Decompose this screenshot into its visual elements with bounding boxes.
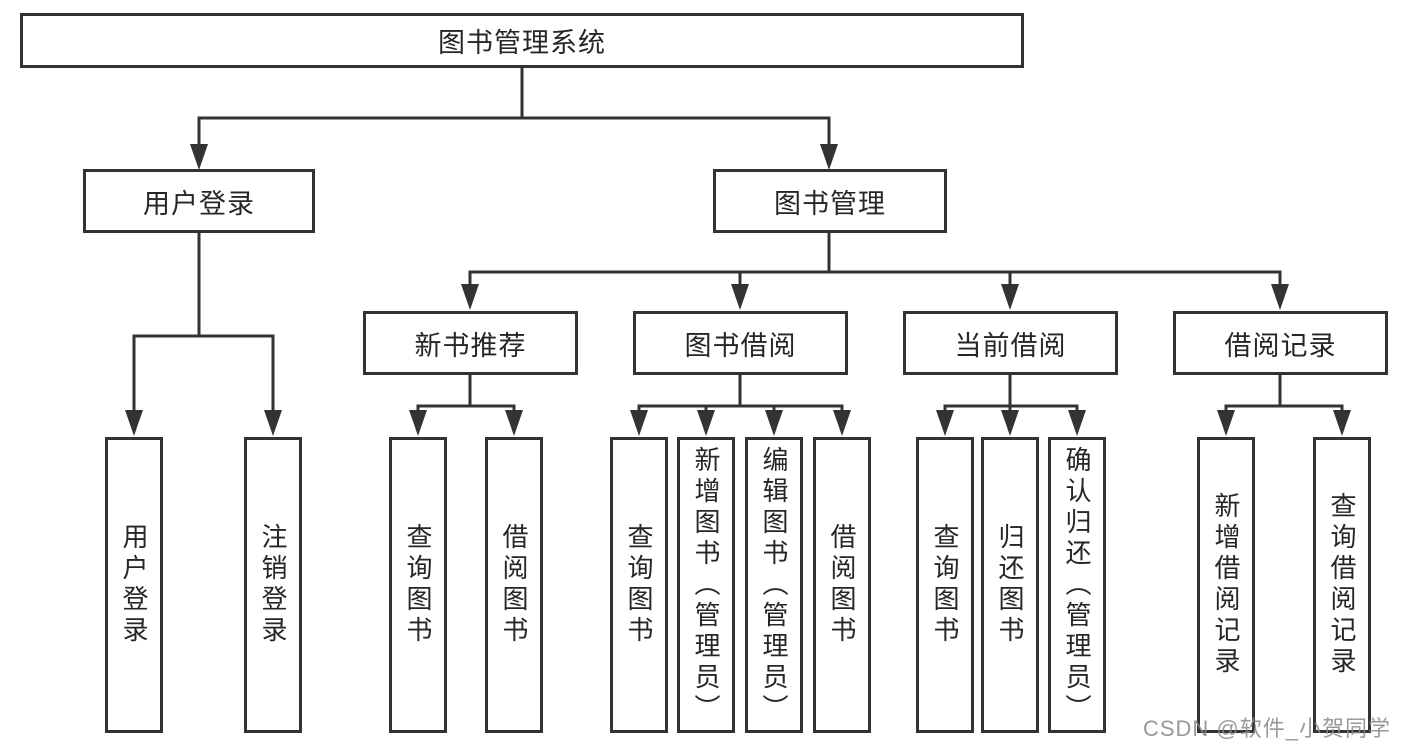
connector-book-borrow-children [637,373,844,416]
connector-root-to-level2 [197,66,831,150]
arrow-down-icon [731,284,749,310]
leaf-add-book-admin: 新增图书（管理员） [677,437,735,733]
leaf-add-book-admin-label: 新增图书（管理员） [691,445,721,725]
arrowheads-book-management-children [461,284,1289,310]
leaf-borrow-books-label: 借阅图书 [827,523,857,647]
node-current-borrow-label: 当前借阅 [954,330,1067,361]
leaf-query-borrow-record-label: 查询借阅记录 [1327,492,1357,678]
arrowheads-current-borrow-children [936,410,1086,436]
leaf-return-books: 归还图书 [981,437,1039,733]
leaf-query-books-recommend: 查询图书 [389,437,447,733]
leaf-logout: 注销登录 [244,437,302,733]
node-book-borrow: 图书借阅 [633,311,848,375]
leaf-query-books-borrow-label: 查询图书 [624,523,654,647]
arrow-down-icon [1217,410,1235,436]
node-book-borrow-label: 图书借阅 [684,330,797,361]
watermark: CSDN @软件_小贺同学 [1142,716,1391,741]
node-borrow-records-label: 借阅记录 [1224,330,1337,361]
leaf-borrow-books-recommend: 借阅图书 [485,437,543,733]
node-book-management: 图书管理 [713,169,947,233]
node-root: 图书管理系统 [20,13,1024,68]
arrowheads-book-borrow-children [630,410,851,436]
arrow-down-icon [1001,284,1019,310]
arrowheads-new-book-children [409,410,523,436]
connector-new-book-children [416,373,516,416]
leaf-add-borrow-record: 新增借阅记录 [1197,437,1255,733]
arrow-down-icon [125,410,143,436]
arrow-down-icon [630,410,648,436]
leaf-confirm-return-admin: 确认归还（管理员） [1048,437,1106,733]
arrow-down-icon [1333,410,1351,436]
arrow-down-icon [820,144,838,170]
node-user-login: 用户登录 [83,169,315,233]
leaf-logout-label: 注销登录 [258,523,288,647]
node-new-book-recommend: 新书推荐 [363,311,578,375]
connector-book-management-children [468,231,1282,290]
arrow-down-icon [697,410,715,436]
arrow-down-icon [833,410,851,436]
arrow-down-icon [409,410,427,436]
leaf-edit-book-admin-label: 编辑图书（管理员） [759,445,789,725]
leaf-edit-book-admin: 编辑图书（管理员） [745,437,803,733]
arrow-down-icon [461,284,479,310]
leaf-query-books-current-label: 查询图书 [930,523,960,647]
node-book-management-label: 图书管理 [774,188,886,219]
connector-current-borrow-children [943,373,1079,416]
leaf-user-login: 用户登录 [105,437,163,733]
leaf-confirm-return-admin-label: 确认归还（管理员） [1062,445,1092,725]
arrow-down-icon [264,410,282,436]
connector-borrow-records-children [1224,373,1344,416]
node-user-login-label: 用户登录 [143,188,255,219]
arrow-down-icon [1001,410,1019,436]
arrowheads-root-to-level2 [190,144,838,170]
node-new-book-recommend-label: 新书推荐 [414,330,527,361]
leaf-return-books-label: 归还图书 [995,523,1025,647]
connector-user-login-children [132,231,275,416]
arrow-down-icon [1068,410,1086,436]
node-borrow-records: 借阅记录 [1173,311,1388,375]
node-current-borrow: 当前借阅 [903,311,1118,375]
arrowheads-user-login-children [125,410,282,436]
arrow-down-icon [765,410,783,436]
leaf-query-books-borrow: 查询图书 [610,437,668,733]
node-root-label: 图书管理系统 [438,28,606,58]
arrow-down-icon [505,410,523,436]
leaf-query-borrow-record: 查询借阅记录 [1313,437,1371,733]
leaf-query-books-recommend-label: 查询图书 [403,523,433,647]
leaf-borrow-books-recommend-label: 借阅图书 [499,523,529,647]
leaf-add-borrow-record-label: 新增借阅记录 [1211,492,1241,678]
leaf-user-login-label: 用户登录 [119,523,149,647]
arrow-down-icon [1271,284,1289,310]
arrowheads-borrow-records-children [1217,410,1351,436]
leaf-query-books-current: 查询图书 [916,437,974,733]
arrow-down-icon [190,144,208,170]
arrow-down-icon [936,410,954,436]
leaf-borrow-books: 借阅图书 [813,437,871,733]
